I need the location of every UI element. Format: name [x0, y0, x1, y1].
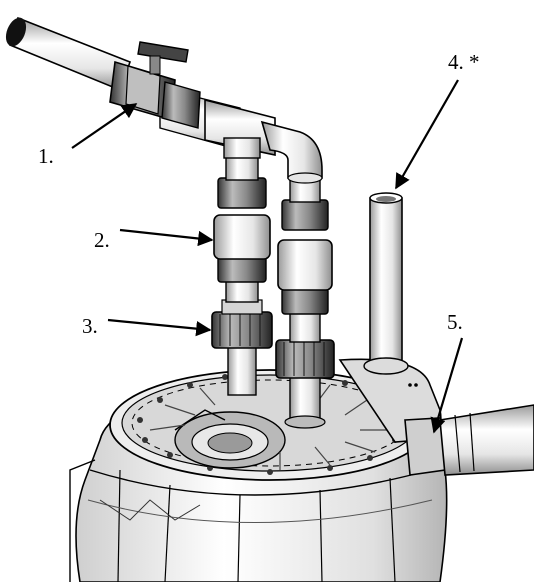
vent-pipe	[363, 192, 409, 375]
arrow-4	[395, 79, 459, 190]
arrow-2	[119, 228, 214, 247]
callout-3: 3.	[82, 314, 98, 338]
side-outlet	[338, 358, 534, 476]
callout-4: 4. *	[448, 50, 480, 74]
arrow-3	[107, 318, 212, 337]
leader-arrows	[71, 79, 464, 434]
arrow-5	[430, 337, 464, 434]
callout-2: 2.	[94, 228, 110, 252]
left-discharge-stack	[211, 149, 273, 396]
callout-5: 5.	[447, 310, 463, 334]
right-discharge-stack	[275, 171, 335, 429]
arrow-1	[71, 103, 138, 149]
basin-lid	[109, 369, 431, 481]
callout-1: 1.	[38, 144, 54, 168]
ball-valve	[5, 16, 201, 129]
